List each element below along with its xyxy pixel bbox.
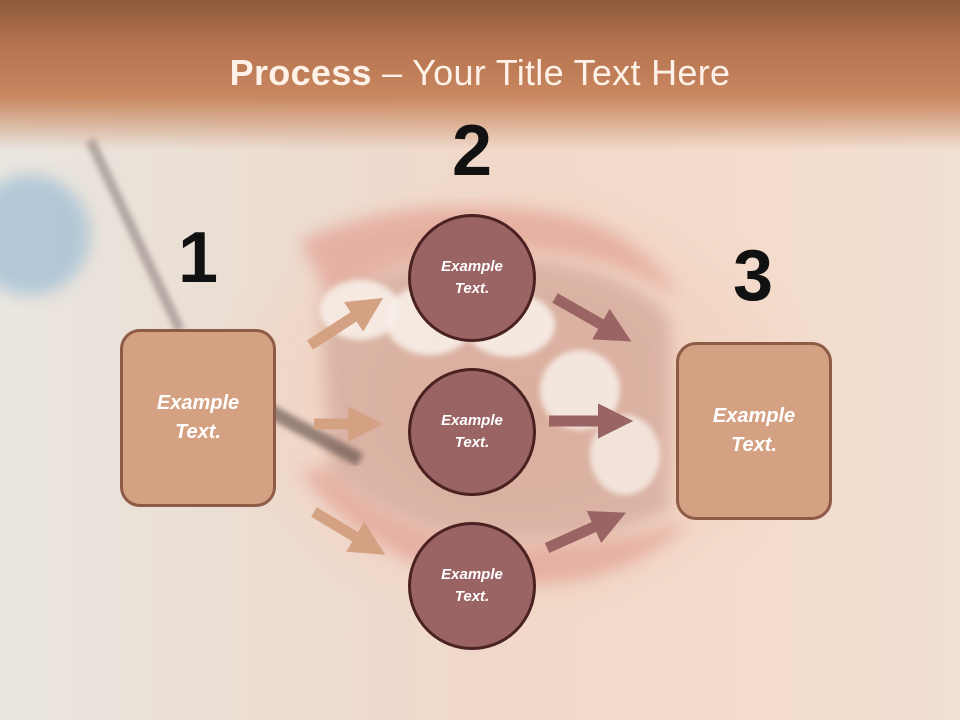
- step-number-2: 2: [451, 111, 493, 191]
- circle-top: Example Text.: [408, 214, 536, 342]
- title-bar: [0, 0, 960, 150]
- step-number-3: 3: [732, 236, 774, 316]
- step-1-text: Example Text.: [156, 392, 240, 443]
- title-rest: – Your Title Text Here: [371, 52, 731, 93]
- step-1-box: Example Text.: [120, 329, 276, 507]
- step-3-box: Example Text.: [676, 342, 832, 520]
- circle-bottom: Example Text.: [408, 522, 536, 650]
- circle-bottom-text: Example Text.: [441, 565, 503, 606]
- circle-middle: Example Text.: [408, 368, 536, 496]
- circle-middle-text: Example Text.: [441, 411, 503, 452]
- title-bold: Process: [229, 52, 372, 93]
- circle-top-text: Example Text.: [441, 257, 503, 298]
- slide-title: Process – Your Title Text Here: [0, 52, 960, 94]
- step-number-1: 1: [177, 218, 219, 298]
- step-3-text: Example Text.: [712, 405, 796, 456]
